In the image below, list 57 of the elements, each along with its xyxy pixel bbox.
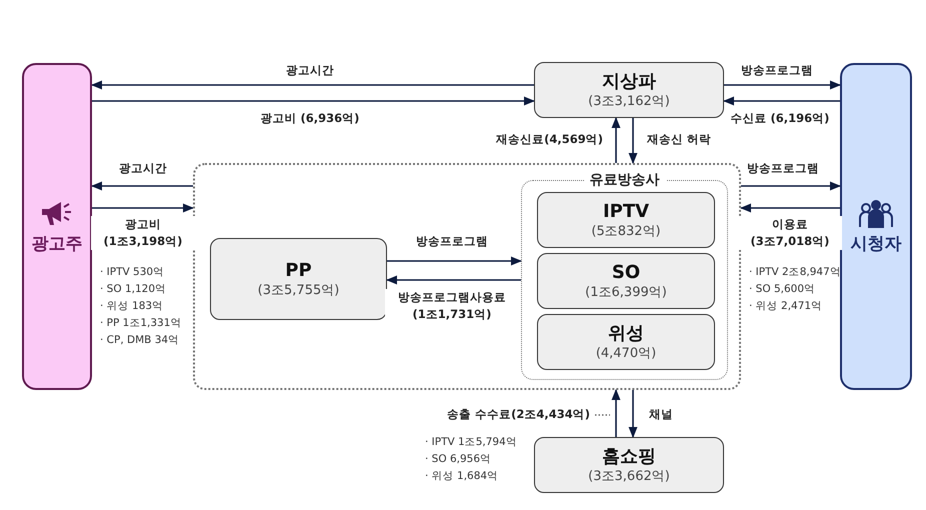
box-value: (4,470억) — [596, 344, 656, 362]
arrow — [628, 390, 638, 438]
arrow — [90, 182, 193, 190]
note-text: · 위성 1,684억 — [425, 469, 498, 484]
edge-label: 재송신 허락 — [645, 131, 714, 148]
note-text: · SO 1,120억 — [100, 282, 166, 297]
edge-label: 광고비 (6,936억) — [258, 110, 362, 127]
arrow — [92, 96, 536, 106]
note-text: · IPTV 530억 — [100, 265, 164, 280]
process-box — [534, 437, 724, 493]
process-box — [537, 192, 715, 248]
arrow — [722, 96, 840, 106]
box-title: 시청자 — [850, 232, 902, 254]
box-title: PP — [285, 260, 312, 282]
arrow — [386, 276, 521, 284]
edge-label: 송출 수수료(2조4,434억) — [445, 406, 592, 423]
note-text: · SO 5,600억 — [749, 282, 816, 297]
arrow — [741, 182, 842, 190]
process-box — [210, 238, 387, 320]
edge-label: 수신료 (6,196억) — [728, 110, 832, 127]
arrow — [612, 116, 620, 163]
edge-label: 광고비 (1조3,198억) — [91, 216, 195, 250]
edge-label: 이용료 (3조7,018억) — [738, 216, 842, 250]
box-title: 위성 — [608, 322, 644, 344]
arrow — [612, 388, 620, 437]
box-title: 광고주 — [32, 232, 82, 254]
edge-label: 광고시간 — [117, 160, 169, 177]
note-text: · CP, DMB 34억 — [100, 333, 180, 348]
note-text: · IPTV 1조5,794억 — [425, 435, 517, 450]
arrow — [628, 118, 638, 164]
note-text: · 위성 2,471억 — [749, 299, 822, 314]
arrow — [92, 204, 194, 212]
box-title: 지상파 — [602, 70, 656, 92]
edge-label: 광고시간 — [284, 62, 336, 79]
box-value: (5조832억) — [591, 222, 661, 240]
box-title: IPTV — [602, 200, 650, 222]
arrow — [740, 204, 840, 212]
process-box — [537, 314, 715, 370]
arrow — [90, 80, 534, 90]
note-text: · PP 1조1,331억 — [100, 316, 182, 331]
group-frame — [193, 163, 741, 390]
note-text: · 위성 183억 — [100, 299, 164, 314]
box-value: (3조3,162억) — [588, 92, 670, 110]
arrow — [387, 256, 522, 266]
box-value: (3조3,662억) — [588, 468, 670, 484]
process-box — [534, 62, 724, 118]
arrow — [724, 80, 842, 90]
process-box — [537, 253, 715, 309]
note-text: · SO 6,956억 — [425, 452, 492, 467]
box-title: 홈쇼핑 — [602, 446, 656, 468]
box-value: (3조5,755억) — [258, 282, 340, 298]
box-title: SO — [612, 262, 640, 284]
actor-bar — [22, 63, 92, 390]
actor-bar — [840, 63, 912, 390]
edge-label: 재송신료(4,569억) — [494, 131, 605, 148]
box-value: (1조6,399억) — [585, 284, 667, 300]
note-text: · IPTV 2조8,947억 — [749, 265, 841, 280]
